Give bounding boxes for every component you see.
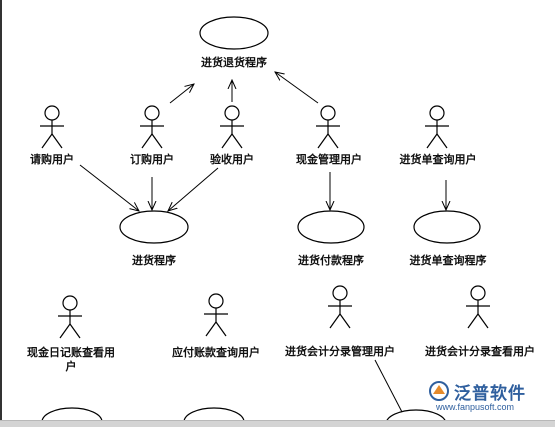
- arrow-yanshou-to-jinhuo: [168, 167, 219, 211]
- usecase-label-danchaxun: 进货单查询程序: [409, 254, 487, 267]
- actor-label-jinhuodan-chaxun: 进货单查询用户: [399, 153, 477, 166]
- frame-bottom-bar: [0, 420, 555, 427]
- actor-figure-kuaiji-guanli: [328, 285, 352, 329]
- actor-figure-qinggou: [40, 105, 64, 149]
- fanpu-logo-icon: [429, 381, 449, 401]
- arrow-xianjin-to-tuihuo: [275, 72, 319, 104]
- usecase-ellipse-danchaxun: [413, 210, 481, 244]
- actor-label-qinggou: 请购用户: [30, 153, 74, 166]
- watermark-name: 泛普软件: [454, 384, 526, 404]
- actor-figure-yingfu-chaxun: [204, 293, 228, 337]
- actor-figure-dinggou: [140, 105, 164, 149]
- frame-left-border: [0, 0, 2, 426]
- actor-label-xianjin-guanli: 现金管理用户: [296, 153, 362, 166]
- actor-label-kuaiji-chakan: 进货会计分录查看用户: [425, 345, 535, 358]
- usecase-ellipse-fukuan: [297, 210, 365, 244]
- arrow-qinggou-to-jinhuo: [79, 164, 139, 211]
- actor-figure-xianjin-guanli: [316, 105, 340, 149]
- watermark-url: www.fanpusoft.com: [436, 402, 515, 412]
- usecase-label-fukuan: 进货付款程序: [298, 254, 364, 267]
- actor-label-yingfu-chaxun: 应付账款查询用户: [172, 346, 260, 359]
- watermark: 泛普软件 www.fanpusoft.com: [420, 378, 552, 416]
- usecase-ellipse-jinhuo: [119, 210, 189, 244]
- usecase-ellipse-tuihuo: [199, 16, 269, 50]
- actor-figure-xianjin-riji: [58, 295, 82, 339]
- assoc-kuaiji-guanli-to-bottom: [374, 359, 403, 413]
- actor-label-yanshou: 验收用户: [210, 153, 254, 166]
- arrow-dinggou-to-tuihuo: [169, 84, 194, 104]
- actor-label-kuaiji-guanli: 进货会计分录管理用户: [285, 345, 395, 358]
- actor-figure-yanshou: [220, 105, 244, 149]
- usecase-label-jinhuo: 进货程序: [132, 254, 176, 267]
- usecase-label-tuihuo: 进货退货程序: [201, 56, 267, 69]
- actor-label-xianjin-riji: 现金日记账查看用户: [27, 346, 115, 373]
- actor-label-dinggou: 订购用户: [130, 153, 174, 166]
- actor-figure-kuaiji-chakan: [466, 285, 490, 329]
- actor-figure-jinhuodan-chaxun: [425, 105, 449, 149]
